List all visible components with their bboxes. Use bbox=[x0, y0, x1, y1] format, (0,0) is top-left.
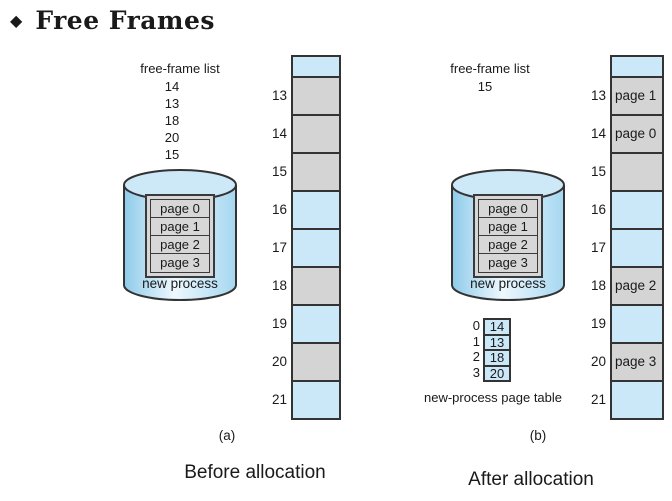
frame-number: 19 bbox=[271, 316, 287, 331]
memory-frame-15: 15 bbox=[591, 152, 662, 190]
free-frame-number: 18 bbox=[164, 113, 180, 128]
page-table-index: 0 bbox=[472, 318, 480, 333]
page-table-frame: 14 bbox=[483, 318, 511, 336]
memory-frame-15: 15 bbox=[272, 152, 339, 190]
new-process-label-b: new process bbox=[470, 276, 546, 291]
memory-frame-17: 17 bbox=[272, 228, 339, 266]
free-frame-list-label-a: free-frame list bbox=[140, 61, 220, 76]
subcaption-after-allocation: After allocation bbox=[468, 469, 594, 490]
subcaption-before-allocation: Before allocation bbox=[184, 462, 326, 483]
frame-number: 20 bbox=[271, 354, 287, 369]
frame-number: 18 bbox=[271, 278, 287, 293]
process-page-row: page 2 bbox=[478, 235, 538, 255]
page-table-label: new-process page table bbox=[423, 390, 563, 405]
frame-number: 14 bbox=[590, 126, 606, 141]
frame-content: page 0 bbox=[615, 126, 657, 141]
page-table-frame: 20 bbox=[483, 364, 511, 382]
process-page-row: page 0 bbox=[478, 199, 538, 219]
memory-column-b: 13 page 1 14 page 0 15 16 17 18 page 2 19 20 page 3… bbox=[591, 55, 664, 420]
process-page-row: page 2 bbox=[150, 235, 210, 255]
memory-frame-14: 14 page 0 bbox=[591, 114, 662, 152]
frame-number: 16 bbox=[271, 202, 287, 217]
process-page-row: page 3 bbox=[478, 253, 538, 273]
slide-title: ◆ Free Frames bbox=[10, 6, 215, 35]
memory-frame-20: 20 bbox=[272, 342, 339, 380]
frame-number: 15 bbox=[590, 164, 606, 179]
frame-number: 18 bbox=[590, 278, 606, 293]
panel-caption-b: (b) bbox=[529, 428, 547, 443]
memory-frame-partial bbox=[293, 57, 339, 76]
process-page-row: page 3 bbox=[150, 253, 210, 273]
memory-frame-21: 21 bbox=[272, 380, 339, 418]
free-frame-list-b: 15 bbox=[425, 78, 545, 95]
process-page-row: page 1 bbox=[478, 217, 538, 237]
memory-frame-19: 19 bbox=[272, 304, 339, 342]
free-frame-number: 13 bbox=[164, 96, 180, 111]
frame-number: 16 bbox=[590, 202, 606, 217]
new-process-label-a: new process bbox=[142, 276, 218, 291]
free-frame-number: 20 bbox=[164, 130, 180, 145]
memory-frame-16: 16 bbox=[591, 190, 662, 228]
process-page-row: page 0 bbox=[150, 199, 210, 219]
free-frame-number: 14 bbox=[164, 79, 180, 94]
frame-content: page 2 bbox=[615, 278, 657, 293]
frame-content: page 1 bbox=[615, 88, 657, 103]
memory-frame-partial bbox=[612, 57, 662, 76]
frame-number: 14 bbox=[271, 126, 287, 141]
memory-frame-20: 20 page 3 bbox=[591, 342, 662, 380]
free-frame-number: 15 bbox=[164, 147, 180, 162]
free-frame-number: 15 bbox=[477, 79, 493, 94]
page-table-frame: 13 bbox=[483, 333, 511, 351]
memory-frame-19: 19 bbox=[591, 304, 662, 342]
panel-caption-a: (a) bbox=[218, 428, 236, 443]
frame-number: 13 bbox=[590, 88, 606, 103]
memory-column-a: 13 14 15 16 17 18 19 20 21 bbox=[272, 55, 341, 420]
free-frame-list-a: 14 13 18 20 15 bbox=[112, 78, 232, 163]
frame-number: 17 bbox=[590, 240, 606, 255]
frame-content: page 3 bbox=[615, 354, 657, 369]
diamond-bullet-icon: ◆ bbox=[10, 12, 23, 30]
frame-number: 21 bbox=[590, 392, 606, 407]
process-page-row: page 1 bbox=[150, 217, 210, 237]
memory-frame-17: 17 bbox=[591, 228, 662, 266]
frame-number: 17 bbox=[271, 240, 287, 255]
memory-frame-21: 21 bbox=[591, 380, 662, 418]
frame-number: 21 bbox=[271, 392, 287, 407]
page-table-index: 3 bbox=[472, 364, 480, 380]
frame-number: 20 bbox=[590, 354, 606, 369]
page-table-index: 2 bbox=[472, 349, 480, 364]
frame-number: 13 bbox=[271, 88, 287, 103]
memory-frame-13: 13 bbox=[272, 76, 339, 114]
memory-frame-16: 16 bbox=[272, 190, 339, 228]
memory-frame-14: 14 bbox=[272, 114, 339, 152]
memory-frame-18: 18 bbox=[272, 266, 339, 304]
page-table-index: 1 bbox=[472, 333, 480, 349]
page-title: Free Frames bbox=[35, 6, 215, 35]
memory-frame-13: 13 page 1 bbox=[591, 76, 662, 114]
frame-number: 19 bbox=[590, 316, 606, 331]
frame-number: 15 bbox=[271, 164, 287, 179]
free-frame-list-label-b: free-frame list bbox=[450, 61, 530, 76]
memory-frame-18: 18 page 2 bbox=[591, 266, 662, 304]
